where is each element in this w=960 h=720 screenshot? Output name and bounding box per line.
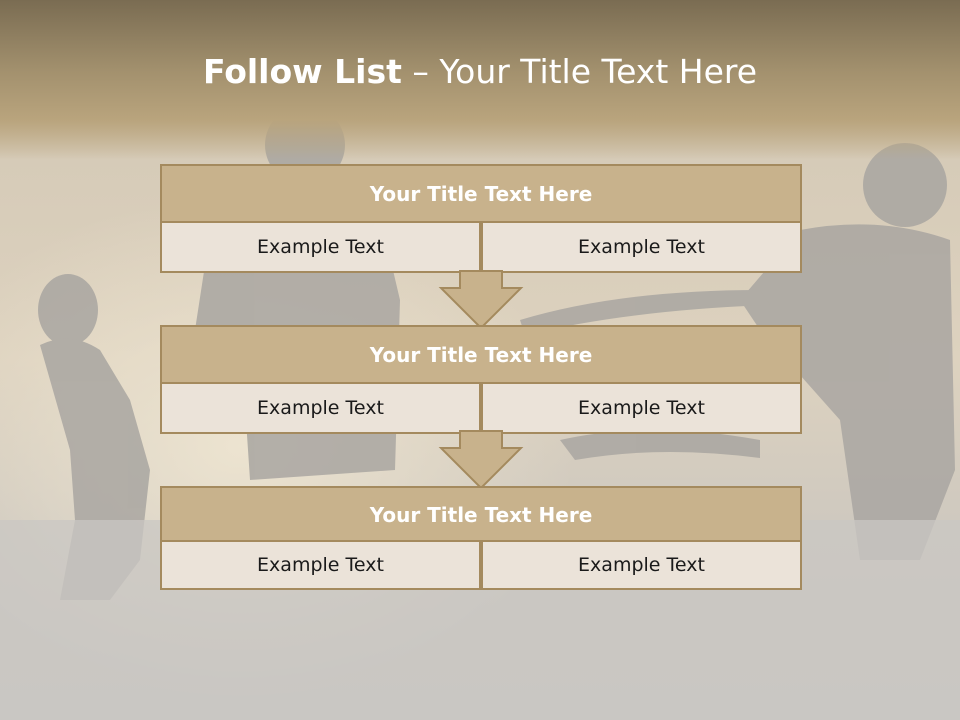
block-cell-left[interactable]: Example Text bbox=[160, 221, 481, 273]
down-arrow-icon bbox=[438, 430, 524, 490]
block-title[interactable]: Your Title Text Here bbox=[160, 164, 802, 224]
block-cell-left[interactable]: Example Text bbox=[160, 540, 481, 590]
down-arrow-icon bbox=[438, 270, 524, 330]
slide-title-rest: – Your Title Text Here bbox=[401, 52, 758, 91]
block-cell-left[interactable]: Example Text bbox=[160, 382, 481, 434]
block-title[interactable]: Your Title Text Here bbox=[160, 486, 802, 543]
header-band bbox=[0, 0, 960, 160]
slide-title: Follow List – Your Title Text Here bbox=[0, 52, 960, 91]
block-title[interactable]: Your Title Text Here bbox=[160, 325, 802, 385]
block-cell-right[interactable]: Example Text bbox=[481, 540, 802, 590]
block-cell-right[interactable]: Example Text bbox=[481, 382, 802, 434]
slide-title-bold: Follow List bbox=[202, 52, 402, 91]
block-cell-right[interactable]: Example Text bbox=[481, 221, 802, 273]
